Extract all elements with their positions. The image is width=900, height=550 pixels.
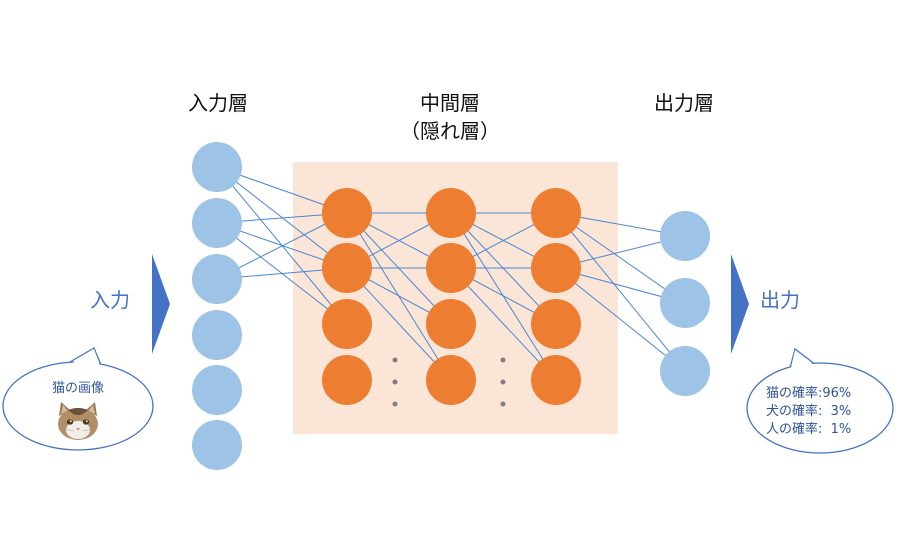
hidden1-node-4 xyxy=(322,355,372,405)
input-arrow-icon xyxy=(152,254,170,354)
input-node-4 xyxy=(192,310,242,360)
output-node-3 xyxy=(660,346,710,396)
hidden-layer-title: 中間層 xyxy=(420,91,480,115)
hidden3-node-3 xyxy=(531,299,581,349)
output-speech-bubble: 猫の確率:96% 犬の確率: 3% 人の確率: 1% xyxy=(746,347,894,454)
ellipsis-dot xyxy=(392,357,398,363)
hidden2-node-2 xyxy=(426,243,476,293)
input-image-caption: 猫の画像 xyxy=(52,381,104,396)
hidden3-node-4 xyxy=(531,355,581,405)
input-node-2 xyxy=(192,198,242,248)
output-probability-human: 人の確率: 1% xyxy=(766,421,851,437)
output-layer-title: 出力層 xyxy=(654,91,714,115)
output-node-2 xyxy=(660,278,710,328)
hidden1-node-2 xyxy=(322,243,372,293)
output-node-1 xyxy=(660,211,710,261)
output-probability-cat: 猫の確率:96% xyxy=(766,385,851,401)
hidden2-node-4 xyxy=(426,355,476,405)
input-node-6 xyxy=(192,420,242,470)
ellipsis-dot xyxy=(500,357,506,363)
input-layer-title: 入力層 xyxy=(188,91,248,115)
ellipsis-dot xyxy=(500,379,506,385)
hidden-layer-subtitle: （隠れ層） xyxy=(400,119,500,143)
hidden2-node-3 xyxy=(426,299,476,349)
hidden1-node-1 xyxy=(322,188,372,238)
hidden3-node-1 xyxy=(531,188,581,238)
connection-edge xyxy=(450,267,557,381)
input-node-5 xyxy=(192,365,242,415)
connection-edge xyxy=(346,267,452,381)
network-nodes xyxy=(192,142,710,470)
input-speech-bubble: 猫の画像 xyxy=(2,347,154,451)
input-label: 入力 xyxy=(90,288,130,312)
input-node-1 xyxy=(192,142,242,192)
connection-edge xyxy=(555,212,686,304)
hidden3-node-2 xyxy=(531,243,581,293)
hidden1-node-3 xyxy=(322,299,372,349)
cat-face-icon xyxy=(58,402,98,440)
ellipsis-dot xyxy=(500,401,506,407)
ellipsis-dot xyxy=(392,379,398,385)
connection-edge xyxy=(555,267,686,372)
ellipsis-dot xyxy=(392,401,398,407)
ellipsis-dots xyxy=(392,357,506,407)
output-probability-dog: 犬の確率: 3% xyxy=(766,403,851,419)
input-node-3 xyxy=(192,254,242,304)
output-arrow-icon xyxy=(731,254,749,354)
output-label: 出力 xyxy=(760,288,800,312)
connection-edge xyxy=(555,212,686,372)
hidden2-node-1 xyxy=(426,188,476,238)
